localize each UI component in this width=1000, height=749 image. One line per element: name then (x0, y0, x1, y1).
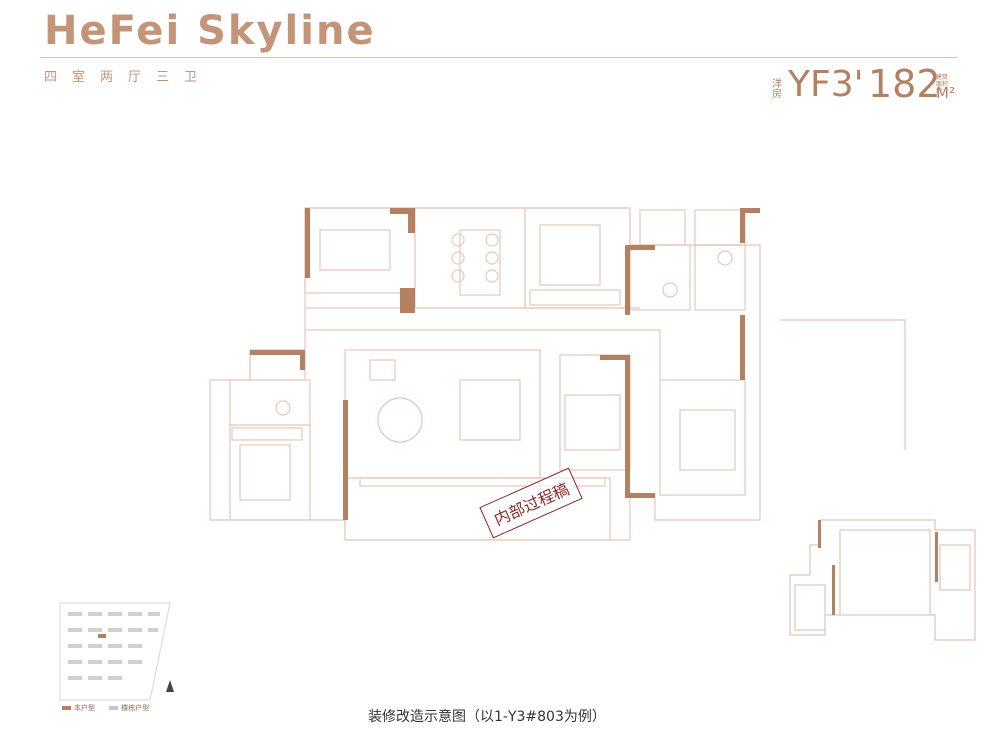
legend-swatch (62, 706, 71, 710)
plan-caption: 装修改造示意图（以1-Y3#803为例） (368, 709, 606, 725)
layout-subtitle: 四室两厅三卫 (44, 70, 213, 85)
legend-label: 本户型 (74, 704, 95, 712)
legend-item-building-units: 楼栋户型 (109, 703, 149, 713)
unit-code: YF3' (788, 64, 864, 105)
site-plan-legend: 本户型 楼栋户型 (62, 703, 161, 713)
unit-category: 洋房 (772, 79, 782, 100)
unit-area: 182 (868, 62, 941, 106)
area-note: 建筑面积约 (936, 74, 949, 95)
area-unit: M² (936, 84, 955, 102)
legend-swatch (109, 706, 119, 710)
legend-label: 楼栋户型 (121, 704, 150, 712)
page-title: HeFei Skyline (44, 8, 376, 54)
legend-item-current-unit: 本户型 (62, 703, 95, 713)
north-arrow-icon (166, 680, 174, 692)
header-divider (40, 57, 958, 58)
